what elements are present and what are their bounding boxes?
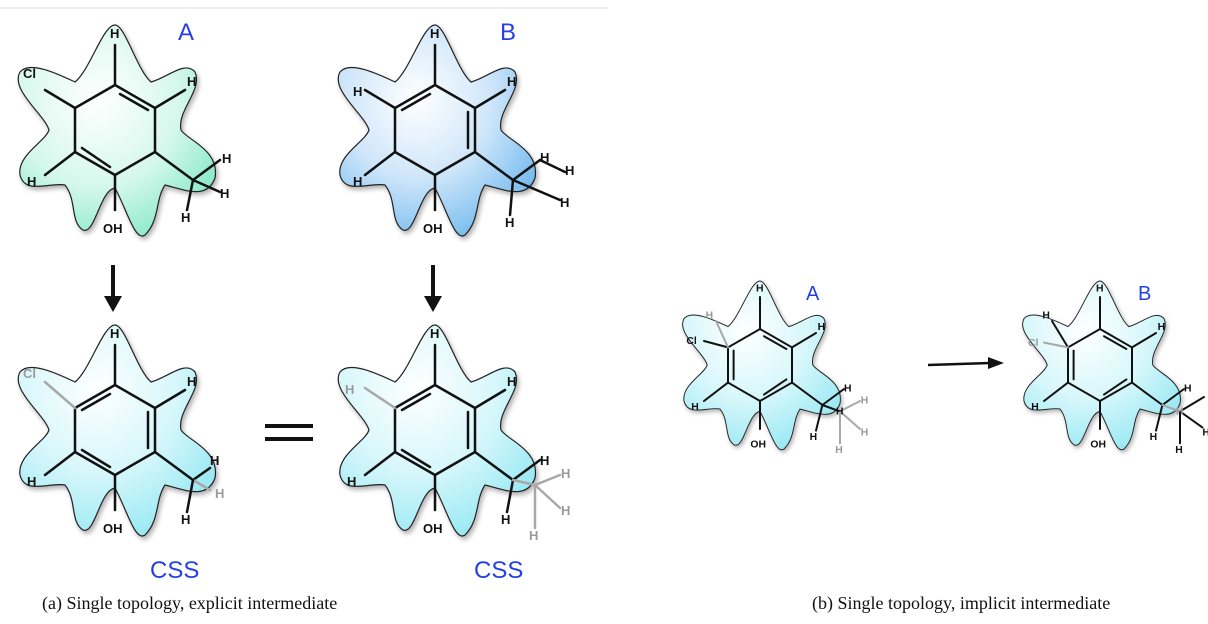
atom-h: H — [110, 26, 119, 41]
atom-h: H — [187, 374, 196, 389]
atom-h: H — [353, 174, 362, 189]
atom-h: H — [540, 453, 549, 468]
atom-h: H — [810, 432, 818, 443]
molecule-b-blob — [337, 24, 537, 237]
atom-cl: Cl — [686, 336, 697, 347]
caption-a: (a) Single topology, explicit intermedia… — [42, 593, 338, 613]
panel-a: H H Cl H OH H H H A H — [0, 7, 608, 584]
css-blob — [17, 324, 217, 537]
atom-h-dummy: H — [1176, 407, 1184, 418]
atom-oh: OH — [103, 521, 123, 536]
down-arrow-left — [104, 265, 122, 312]
atom-h: H — [1202, 427, 1208, 438]
atom-h: H — [1096, 283, 1104, 294]
atom-h-dummy: H — [561, 466, 570, 481]
caption-b: (b) Single topology, implicit intermedia… — [812, 593, 1111, 613]
atom-h-dummy: H — [529, 528, 538, 543]
atom-oh: OH — [103, 221, 123, 236]
implicit-molecule-b-label: B — [1138, 283, 1151, 305]
panel-b: H H H Cl H OH H H H H H H A — [682, 280, 1208, 456]
atom-h: H — [505, 215, 514, 230]
atom-h: H — [353, 84, 362, 99]
atom-h: H — [756, 283, 764, 294]
atom-h: H — [187, 74, 196, 89]
css-blob — [337, 324, 537, 537]
atom-cl-dummy: Cl — [1028, 338, 1039, 349]
molecule-a-implicit: H H H Cl H OH H H H H H H — [682, 280, 869, 456]
atom-h: H — [110, 326, 119, 341]
molecule-b-label: B — [500, 19, 516, 46]
atom-h: H — [1184, 383, 1192, 394]
css-label-left: CSS — [150, 557, 199, 584]
molecule-a-label: A — [178, 19, 194, 46]
atom-h: H — [691, 402, 699, 413]
atom-h: H — [818, 322, 826, 333]
implicit-molecule-a-label: A — [806, 283, 820, 305]
atom-oh: OH — [750, 439, 766, 450]
atom-h: H — [27, 474, 36, 489]
css-molecule-left: H H Cl H OH H H H — [17, 324, 224, 537]
css-molecule-right: H H H H OH H H H H H — [337, 324, 570, 543]
atom-oh: OH — [423, 221, 443, 236]
atom-h: H — [222, 151, 231, 166]
atom-h-dummy: H — [345, 382, 354, 397]
molecule-a-blob — [17, 24, 217, 237]
atom-h: H — [836, 407, 844, 418]
transform-arrow — [927, 357, 1004, 369]
atom-h: H — [210, 453, 219, 468]
atom-h: H — [1158, 322, 1166, 333]
atom-h: H — [181, 210, 190, 225]
atom-h-dummy: H — [706, 311, 714, 322]
atom-h: H — [507, 374, 516, 389]
atom-h: H — [347, 474, 356, 489]
atom-h: H — [507, 74, 516, 89]
atom-h: H — [844, 383, 852, 394]
atom-h: H — [1175, 445, 1183, 456]
css-label-right: CSS — [474, 557, 523, 584]
atom-h: H — [501, 512, 510, 527]
atom-h-dummy: H — [215, 486, 224, 501]
atom-h-dummy: H — [861, 395, 869, 406]
atom-h: H — [540, 150, 549, 165]
down-arrow-right — [424, 265, 442, 312]
atom-h: H — [27, 174, 36, 189]
atom-h: H — [1042, 311, 1050, 322]
equals-sign — [265, 424, 313, 441]
atom-cl-dummy: Cl — [23, 366, 36, 381]
atom-h: H — [1031, 402, 1039, 413]
atom-h: H — [181, 512, 190, 527]
atom-cl: Cl — [23, 66, 36, 81]
atom-h: H — [565, 163, 574, 178]
molecule-b-implicit: H H H Cl H OH H H H H H — [1022, 280, 1208, 456]
molecule-b-top: H H H H OH H H H H — [337, 24, 574, 237]
atom-h: H — [220, 186, 229, 201]
molecule-a-top: H H Cl H OH H H H — [17, 24, 231, 237]
atom-h: H — [1150, 432, 1158, 443]
atom-h: H — [430, 26, 439, 41]
atom-oh: OH — [423, 521, 443, 536]
atom-oh: OH — [1090, 439, 1106, 450]
atom-h-dummy: H — [861, 427, 869, 438]
atom-h-dummy: H — [835, 445, 843, 456]
atom-h-dummy: H — [561, 503, 570, 518]
atom-h: H — [560, 195, 569, 210]
atom-h: H — [430, 326, 439, 341]
